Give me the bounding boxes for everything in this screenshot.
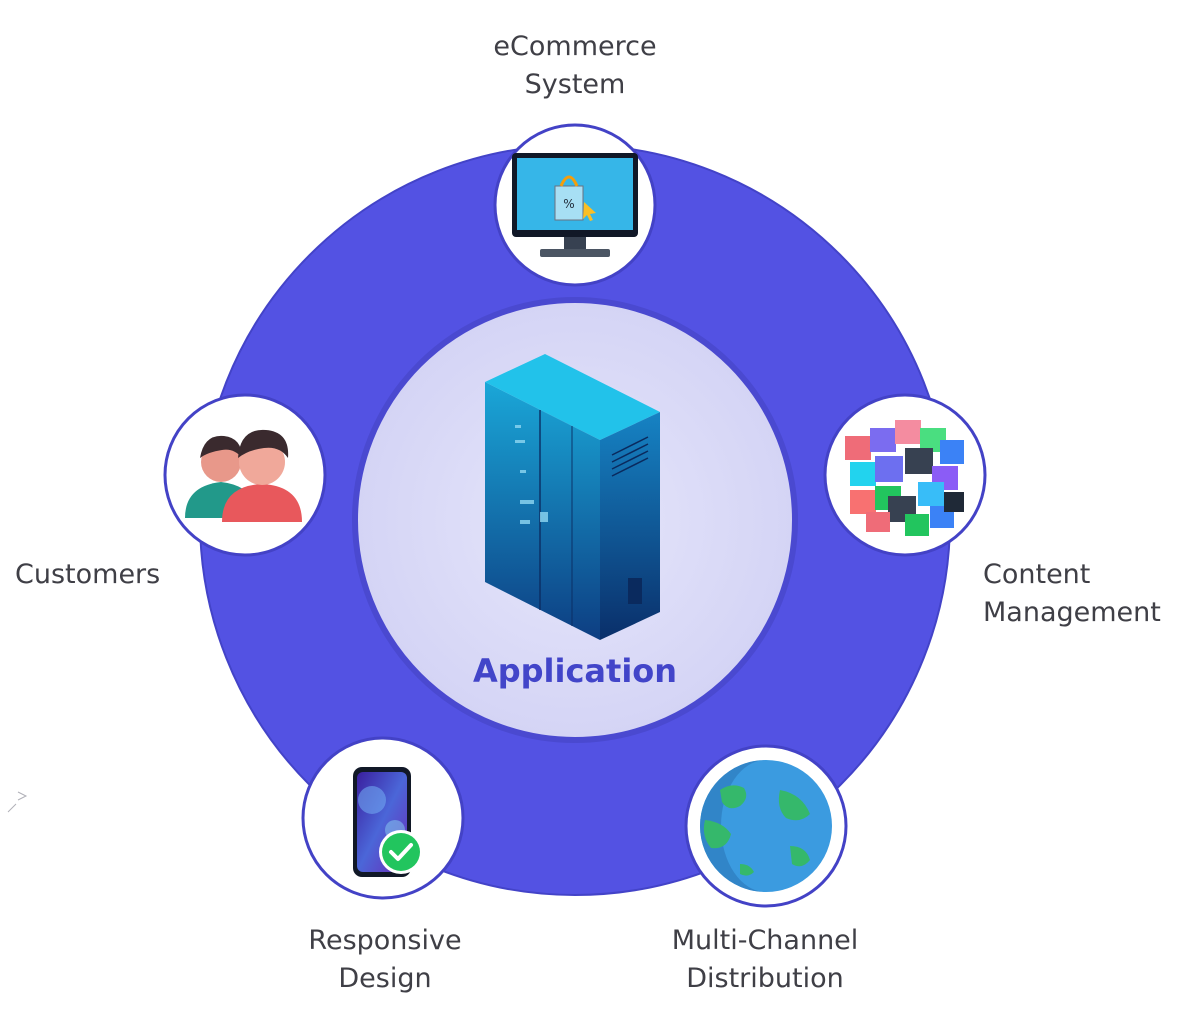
node-ecommerce: % [493,123,657,287]
edge-mark [7,791,28,813]
label-distribution: Multi-Channel Distribution [671,925,859,994]
svg-text:%: % [563,197,574,211]
label-content: Content Management [983,559,1161,628]
node-responsive [301,736,465,900]
label-customers: Customers [15,559,161,590]
label-responsive: Responsive Design [308,925,462,994]
node-customers [163,393,327,557]
label-ecommerce: eCommerce System [493,31,657,100]
cube-blocks-icon [845,420,964,536]
smartphone-check-icon [353,767,423,877]
globe-icon [700,760,832,892]
customers-icon [185,429,302,522]
server-rack-icon [485,354,660,640]
center-label: Application [472,652,678,690]
node-content [823,393,987,557]
monitor-shopping-bag-icon: % [512,153,638,257]
node-distribution [684,744,848,908]
